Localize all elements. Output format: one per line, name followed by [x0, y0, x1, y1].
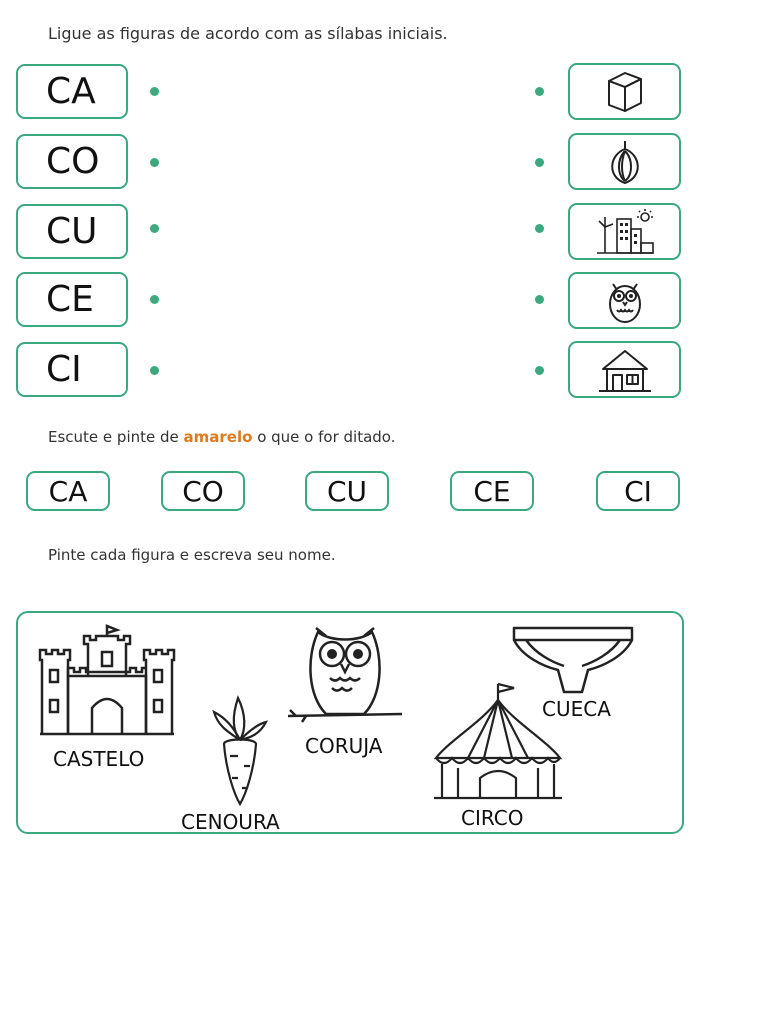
- onion-icon: [610, 140, 639, 184]
- dictation-box-ca[interactable]: CA: [26, 471, 110, 511]
- connect-dot-right-4[interactable]: [535, 295, 544, 304]
- instruction-dictation: Escute e pinte de amarelo o que o for di…: [48, 428, 395, 446]
- label-cenoura: CENOURA: [181, 810, 280, 834]
- picture-box-city[interactable]: [568, 203, 681, 260]
- dictation-box-ce[interactable]: CE: [450, 471, 534, 511]
- connect-dot-right-2[interactable]: [535, 158, 544, 167]
- picture-box-onion[interactable]: [568, 133, 681, 190]
- label-circo: CIRCO: [461, 806, 524, 830]
- instruction-connect: Ligue as figuras de acordo com as sílaba…: [48, 24, 448, 43]
- connect-dot-left-2[interactable]: [150, 158, 159, 167]
- connect-dot-left-1[interactable]: [150, 87, 159, 96]
- underwear-icon[interactable]: [512, 626, 634, 694]
- castle-icon[interactable]: [38, 624, 176, 736]
- label-castelo: CASTELO: [53, 747, 145, 771]
- connect-dot-left-5[interactable]: [150, 366, 159, 375]
- instruction-dictation-post: o que o for ditado.: [252, 428, 396, 446]
- label-cueca: CUECA: [542, 697, 611, 721]
- syllable-box-ce[interactable]: CE: [16, 272, 128, 327]
- owl-figure-icon[interactable]: [286, 618, 404, 728]
- dictation-box-cu[interactable]: CU: [305, 471, 389, 511]
- figures-frame: [16, 611, 684, 834]
- owl-icon: [608, 282, 641, 323]
- label-coruja: CORUJA: [305, 734, 383, 758]
- picture-box-owl[interactable]: [568, 272, 681, 329]
- dictation-box-co[interactable]: CO: [161, 471, 245, 511]
- circus-tent-icon[interactable]: [432, 682, 564, 802]
- picture-box-house[interactable]: [568, 341, 681, 398]
- connect-dot-left-4[interactable]: [150, 295, 159, 304]
- house-icon: [598, 349, 651, 392]
- highlight-color-word: amarelo: [183, 428, 253, 446]
- syllable-box-ca[interactable]: CA: [16, 64, 128, 119]
- connect-dot-right-3[interactable]: [535, 224, 544, 233]
- instruction-paint: Pinte cada figura e escreva seu nome.: [48, 546, 336, 564]
- city-icon: [596, 208, 654, 254]
- syllable-box-ci[interactable]: CI: [16, 342, 128, 397]
- connect-dot-right-1[interactable]: [535, 87, 544, 96]
- syllable-box-cu[interactable]: CU: [16, 204, 128, 259]
- cube-icon: [607, 71, 642, 112]
- picture-box-cube[interactable]: [568, 63, 681, 120]
- connect-dot-right-5[interactable]: [535, 366, 544, 375]
- syllable-box-co[interactable]: CO: [16, 134, 128, 189]
- connect-dot-left-3[interactable]: [150, 224, 159, 233]
- instruction-dictation-pre: Escute e pinte de: [48, 428, 184, 446]
- dictation-box-ci[interactable]: CI: [596, 471, 680, 511]
- carrot-icon[interactable]: [208, 690, 272, 808]
